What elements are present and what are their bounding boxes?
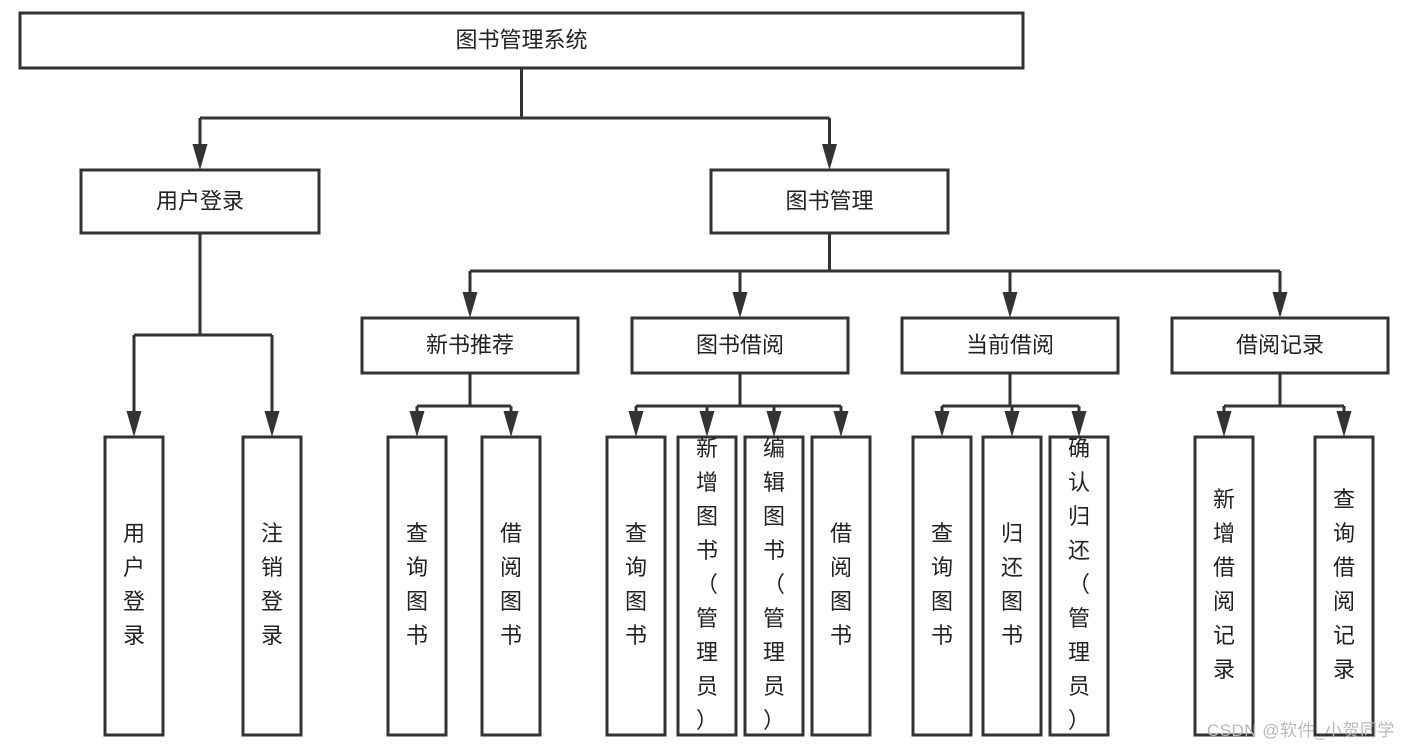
- node-label: 查询图书: [931, 521, 953, 648]
- arrow-head-icon: [1071, 411, 1087, 437]
- node-l3-new-book-rec[interactable]: 新书推荐: [360, 316, 580, 375]
- connector-group-l3_book_borrow: [628, 373, 849, 437]
- arrow-head-icon: [1336, 411, 1352, 437]
- arrow-head-icon: [264, 411, 280, 437]
- node-label: 用户登录: [156, 188, 244, 213]
- node-leaf-query-record[interactable]: 查询借阅记录: [1313, 435, 1375, 737]
- connector-group-l3_borrow_record: [1216, 373, 1352, 437]
- node-label: 确认归还（管理员）: [1068, 436, 1090, 733]
- node-label: 图书借阅: [696, 332, 784, 357]
- node-leaf-edit-book[interactable]: 编辑图书（管理员）: [743, 435, 805, 737]
- node-label: 查询借阅记录: [1333, 487, 1355, 682]
- node-label: 查询图书: [625, 521, 647, 648]
- node-label: 用户登录: [123, 521, 145, 648]
- node-box[interactable]: [79, 168, 321, 235]
- arrow-head-icon: [833, 411, 849, 437]
- node-label: 借阅记录: [1236, 332, 1324, 357]
- arrow-head-icon: [409, 411, 425, 437]
- node-box[interactable]: [810, 435, 872, 737]
- node-leaf-query-book-1[interactable]: 查询图书: [386, 435, 448, 737]
- node-label: 注销登录: [261, 521, 283, 648]
- node-l3-book-borrow[interactable]: 图书借阅: [630, 316, 850, 375]
- node-box[interactable]: [360, 316, 580, 375]
- connector-group-l2_user_login: [126, 233, 280, 437]
- arrow-head-icon: [732, 292, 748, 318]
- node-leaf-query-book-3[interactable]: 查询图书: [911, 435, 973, 737]
- node-box[interactable]: [630, 316, 850, 375]
- node-boxes-layer: 图书管理系统用户登录图书管理新书推荐图书借阅当前借阅借阅记录用户登录注销登录查询…: [18, 11, 1390, 737]
- node-label: 新增图书（管理员）: [696, 436, 718, 733]
- node-leaf-query-book-2[interactable]: 查询图书: [605, 435, 667, 737]
- arrow-head-icon: [822, 144, 837, 170]
- node-label: 借阅图书: [830, 521, 852, 648]
- node-box[interactable]: [1193, 435, 1255, 737]
- node-leaf-add-record[interactable]: 新增借阅记录: [1193, 435, 1255, 737]
- node-label: 图书管理系统: [455, 27, 587, 52]
- node-box[interactable]: [103, 435, 165, 737]
- connector-lines-layer: [126, 68, 1352, 437]
- arrow-head-icon: [462, 292, 478, 318]
- node-leaf-logout[interactable]: 注销登录: [241, 435, 303, 737]
- node-box[interactable]: [1048, 435, 1110, 737]
- node-leaf-confirm-return[interactable]: 确认归还（管理员）: [1048, 435, 1110, 737]
- connector-group-root: [192, 68, 837, 170]
- node-box[interactable]: [386, 435, 448, 737]
- node-box[interactable]: [18, 11, 1025, 70]
- arrow-head-icon: [192, 144, 208, 170]
- arrow-head-icon: [1272, 292, 1288, 318]
- node-box[interactable]: [480, 435, 542, 737]
- node-leaf-user-login[interactable]: 用户登录: [103, 435, 165, 737]
- arrow-head-icon: [934, 411, 950, 437]
- node-box[interactable]: [676, 435, 738, 737]
- arrow-head-icon: [1002, 292, 1018, 318]
- arrow-head-icon: [628, 411, 644, 437]
- node-leaf-borrow-book-2[interactable]: 借阅图书: [810, 435, 872, 737]
- arrow-head-icon: [126, 411, 142, 437]
- arrow-head-icon: [1004, 411, 1020, 437]
- node-box[interactable]: [1170, 316, 1390, 375]
- connector-group-l3_current_borrow: [934, 373, 1087, 437]
- node-root[interactable]: 图书管理系统: [18, 11, 1025, 70]
- node-label: 归还图书: [1001, 521, 1023, 648]
- connector-group-l3_new_book_rec: [409, 373, 519, 437]
- node-l3-borrow-record[interactable]: 借阅记录: [1170, 316, 1390, 375]
- node-leaf-borrow-book-1[interactable]: 借阅图书: [480, 435, 542, 737]
- node-label: 图书管理: [785, 188, 873, 213]
- node-l3-current-borrow[interactable]: 当前借阅: [900, 316, 1120, 375]
- node-label: 编辑图书（管理员）: [763, 436, 785, 733]
- node-box[interactable]: [911, 435, 973, 737]
- node-box[interactable]: [981, 435, 1043, 737]
- node-leaf-add-book[interactable]: 新增图书（管理员）: [676, 435, 738, 737]
- connector-group-l2_book_manage: [462, 233, 1288, 318]
- node-l2-book-manage[interactable]: 图书管理: [709, 168, 950, 235]
- node-l2-user-login[interactable]: 用户登录: [79, 168, 321, 235]
- node-label: 查询图书: [406, 521, 428, 648]
- arrow-head-icon: [766, 411, 782, 437]
- arrow-head-icon: [503, 411, 519, 437]
- node-box[interactable]: [1313, 435, 1375, 737]
- node-box[interactable]: [709, 168, 950, 235]
- node-label: 当前借阅: [966, 332, 1054, 357]
- arrow-head-icon: [699, 411, 715, 437]
- node-box[interactable]: [605, 435, 667, 737]
- node-box[interactable]: [241, 435, 303, 737]
- node-label: 新增借阅记录: [1213, 487, 1235, 682]
- node-box[interactable]: [743, 435, 805, 737]
- node-label: 新书推荐: [426, 332, 514, 357]
- node-leaf-return-book[interactable]: 归还图书: [981, 435, 1043, 737]
- node-box[interactable]: [900, 316, 1120, 375]
- node-label: 借阅图书: [500, 521, 522, 648]
- arrow-head-icon: [1216, 411, 1232, 437]
